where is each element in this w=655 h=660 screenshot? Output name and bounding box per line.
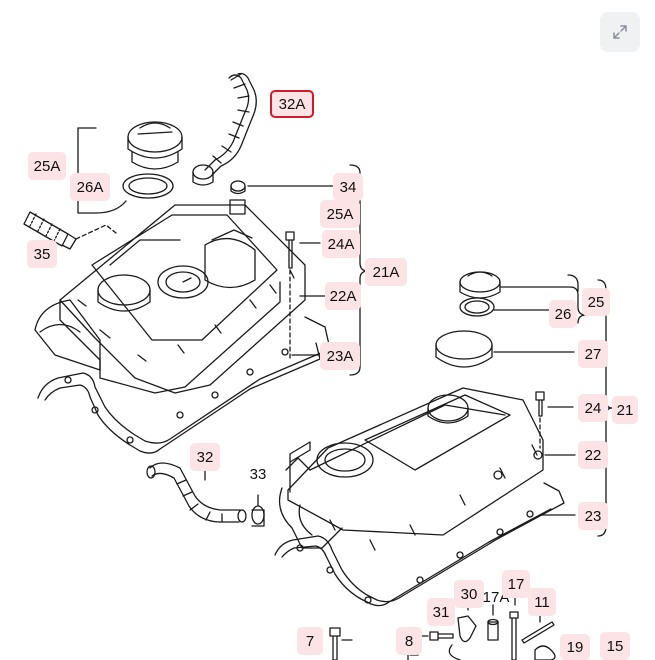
part-label-27[interactable]: 27	[578, 340, 608, 368]
oil-cap-25	[459, 271, 501, 299]
gasket-23a	[37, 316, 331, 454]
part-label-24a[interactable]: 24A	[322, 230, 360, 258]
hose-32	[146, 462, 247, 523]
part-label-26[interactable]: 26	[549, 300, 577, 328]
part-label-35[interactable]: 35	[27, 240, 57, 268]
stud-17	[509, 611, 519, 660]
bolt-31	[429, 631, 454, 641]
part-label-32[interactable]: 32	[190, 443, 220, 471]
bolt-24a	[285, 231, 295, 361]
seal-27	[435, 330, 493, 368]
part-label-25a-right[interactable]: 25A	[320, 200, 360, 228]
part-label-19[interactable]: 19	[560, 634, 590, 660]
part-label-17[interactable]: 17	[502, 570, 530, 598]
oil-cap-25a	[127, 121, 183, 170]
clip-33	[251, 505, 265, 527]
part-label-24[interactable]: 24	[578, 394, 608, 422]
part-label-33[interactable]: 33	[249, 465, 267, 483]
part-label-25[interactable]: 25	[582, 288, 610, 316]
part-label-15[interactable]: 15	[600, 632, 630, 660]
part-label-21a[interactable]: 21A	[365, 258, 407, 286]
part-label-31[interactable]: 31	[427, 598, 455, 626]
part-label-21[interactable]: 21	[612, 396, 638, 424]
cap-34	[230, 180, 246, 195]
seal-26a	[122, 173, 174, 199]
bolt-24	[535, 391, 545, 449]
bolt-7	[329, 627, 341, 660]
breather-hose-32a	[192, 72, 257, 186]
part-label-11[interactable]: 11	[528, 588, 556, 616]
part-label-22a[interactable]: 22A	[325, 282, 361, 310]
part-19	[534, 645, 556, 660]
part-label-30[interactable]: 30	[454, 580, 484, 608]
part-label-25a-left[interactable]: 25A	[28, 152, 66, 180]
bracket-30	[448, 615, 477, 660]
part-label-23a[interactable]: 23A	[320, 342, 360, 370]
part-label-26a[interactable]: 26A	[70, 173, 110, 201]
part-label-8[interactable]: 8	[396, 627, 422, 655]
pin-11	[521, 621, 555, 644]
gasket-23	[274, 482, 565, 607]
valve-cover-upper	[34, 199, 306, 394]
expand-button[interactable]	[600, 12, 640, 52]
valve-cover-lower	[278, 387, 544, 551]
part-label-34[interactable]: 34	[333, 173, 363, 201]
part-label-7[interactable]: 7	[297, 627, 323, 655]
sleeve-17a	[487, 618, 499, 641]
part-label-32a[interactable]: 32A	[270, 90, 314, 118]
part-label-22[interactable]: 22	[578, 441, 608, 469]
seal-26	[459, 297, 495, 317]
part-label-23[interactable]: 23	[578, 502, 608, 530]
mesh-filter-35	[23, 211, 117, 250]
expand-arrows-icon	[613, 25, 627, 39]
